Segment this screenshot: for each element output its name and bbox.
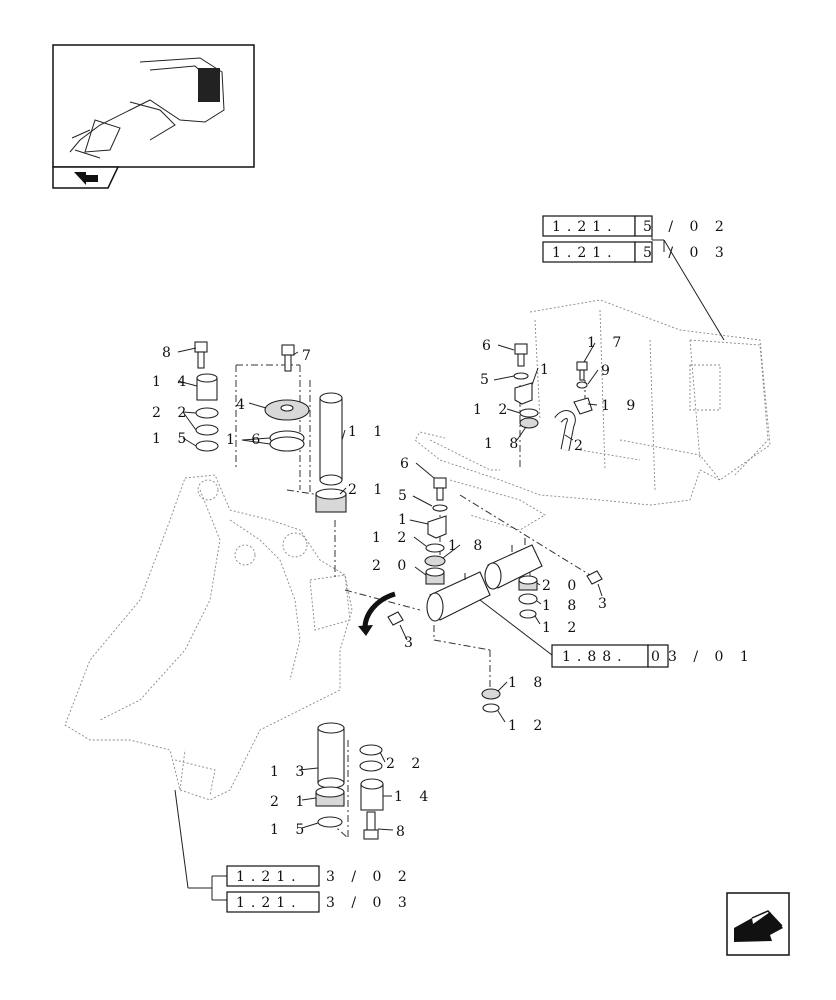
callout-18: 1 8 bbox=[484, 436, 524, 452]
callout-6: 6 bbox=[400, 456, 415, 472]
callout-1: 1 bbox=[540, 362, 555, 378]
ref-box-mid[interactable]: 1.88. 0 3 / 0 1 bbox=[551, 644, 755, 668]
callout-22: 2 2 bbox=[386, 756, 426, 772]
pin-13 bbox=[317, 722, 345, 789]
washer-4 bbox=[264, 399, 310, 421]
loader-boom-outline bbox=[64, 474, 353, 801]
ref-suffix: 3 / 0 3 bbox=[326, 895, 413, 911]
rings-12-18-upper bbox=[519, 408, 539, 429]
callout-21: 2 1 bbox=[348, 482, 388, 498]
bolt-7 bbox=[281, 344, 295, 372]
bushing-21-top bbox=[315, 488, 347, 513]
bushing-20-right bbox=[518, 575, 538, 591]
bushing-21-bottom bbox=[315, 786, 345, 807]
callout-8: 8 bbox=[162, 345, 177, 361]
next-page-arrow-icon[interactable] bbox=[726, 892, 790, 956]
washer-5-upper bbox=[513, 372, 529, 380]
callout-17: 1 7 bbox=[587, 335, 627, 351]
bolt-6-mid bbox=[433, 477, 447, 501]
callout-6: 6 bbox=[482, 338, 497, 354]
ref-suffix: 5 / 0 3 bbox=[643, 245, 730, 261]
leader-lines bbox=[174, 226, 725, 901]
ref-box-top-2[interactable]: 1.21. 5 / 0 3 bbox=[542, 241, 730, 263]
thumbnail-panel[interactable] bbox=[52, 44, 255, 189]
bushing-14-bottom bbox=[360, 778, 384, 811]
ref-tail: 0 bbox=[651, 649, 666, 665]
bolt-6-upper bbox=[514, 343, 528, 367]
callout-4: 4 bbox=[236, 397, 251, 413]
callout-21: 2 1 bbox=[270, 794, 310, 810]
callout-12: 1 2 bbox=[473, 402, 513, 418]
callout-1: 1 bbox=[398, 512, 413, 528]
callout-11: 1 1 bbox=[348, 424, 388, 440]
ref-code: 1.21. bbox=[552, 219, 618, 235]
bolt-8-top bbox=[194, 341, 208, 369]
callout-14: 1 4 bbox=[394, 789, 434, 805]
callout-20: 2 0 bbox=[372, 558, 412, 574]
navigate-back-arrow-icon[interactable] bbox=[74, 172, 98, 185]
callout-15: 1 5 bbox=[270, 822, 310, 838]
callout-3: 3 bbox=[598, 596, 613, 612]
callout-22: 2 2 bbox=[152, 405, 192, 421]
callout-12: 1 2 bbox=[508, 718, 548, 734]
callout-5: 5 bbox=[480, 372, 495, 388]
bracket-1-upper bbox=[514, 382, 533, 405]
ref-code: 1.21. bbox=[236, 895, 302, 911]
seal-15-bottom bbox=[317, 816, 343, 828]
upper-frame-outline bbox=[414, 299, 771, 531]
callout-13: 1 3 bbox=[270, 764, 310, 780]
seals-22-bottom bbox=[359, 744, 383, 772]
callout-18: 1 8 bbox=[542, 598, 582, 614]
ref-box-top-1[interactable]: 1.21. 5 / 0 2 bbox=[542, 215, 730, 237]
rings-16 bbox=[269, 430, 305, 452]
ref-box-bottom-1[interactable]: 1.21. 3 / 0 2 bbox=[226, 865, 413, 887]
callout-12: 1 2 bbox=[372, 530, 412, 546]
rings-12-18-mid bbox=[424, 543, 446, 567]
callout-18: 1 8 bbox=[508, 675, 548, 691]
bracket-1-mid bbox=[427, 515, 447, 539]
washer-5-mid bbox=[432, 504, 448, 512]
cylinder-pair bbox=[426, 538, 543, 622]
callout-16: 1 6 bbox=[226, 432, 266, 448]
seal-15-top bbox=[195, 440, 219, 452]
machine-thumbnail bbox=[69, 57, 225, 159]
callout-2: 2 bbox=[574, 438, 589, 454]
hose-2 bbox=[554, 410, 576, 451]
ref-suffix: 3 / 0 1 bbox=[668, 649, 755, 665]
ref-suffix: 3 / 0 2 bbox=[326, 869, 413, 885]
bolt-17 bbox=[576, 361, 588, 381]
bolt-8-bottom bbox=[363, 811, 379, 840]
callout-5: 5 bbox=[398, 488, 413, 504]
callout-19: 1 9 bbox=[601, 398, 641, 414]
callout-20: 2 0 bbox=[542, 578, 582, 594]
ref-code: 1.21. bbox=[552, 245, 618, 261]
rings-18-12-lower bbox=[481, 688, 501, 713]
grease-fitting-3-right bbox=[586, 570, 603, 585]
callout-18: 1 8 bbox=[448, 538, 488, 554]
callout-8: 8 bbox=[396, 824, 411, 840]
ref-box-bottom-2[interactable]: 1.21. 3 / 0 3 bbox=[226, 891, 413, 913]
callout-14: 1 4 bbox=[152, 374, 192, 390]
ref-suffix: 5 / 0 2 bbox=[643, 219, 730, 235]
callout-7: 7 bbox=[302, 348, 317, 364]
clip-19 bbox=[573, 397, 593, 415]
washer-9 bbox=[576, 381, 588, 389]
callout-15: 1 5 bbox=[152, 431, 192, 447]
callout-12: 1 2 bbox=[542, 620, 582, 636]
pin-11 bbox=[319, 392, 343, 486]
callout-3: 3 bbox=[404, 635, 419, 651]
rings-18-12-right bbox=[518, 593, 538, 619]
callout-9: 9 bbox=[601, 363, 616, 379]
rotation-arrow-icon bbox=[358, 591, 396, 636]
seals-22-top bbox=[195, 407, 219, 436]
bushing-14-top bbox=[196, 373, 218, 401]
ref-code: 1.88. bbox=[562, 649, 628, 665]
grease-fitting-3-left bbox=[387, 611, 404, 626]
ref-code: 1.21. bbox=[236, 869, 302, 885]
bushing-20-mid bbox=[425, 567, 445, 585]
callout-labels: 8 7 1 4 4 2 2 1 6 1 1 1 5 2 1 6 5 1 1 2 … bbox=[152, 335, 641, 840]
